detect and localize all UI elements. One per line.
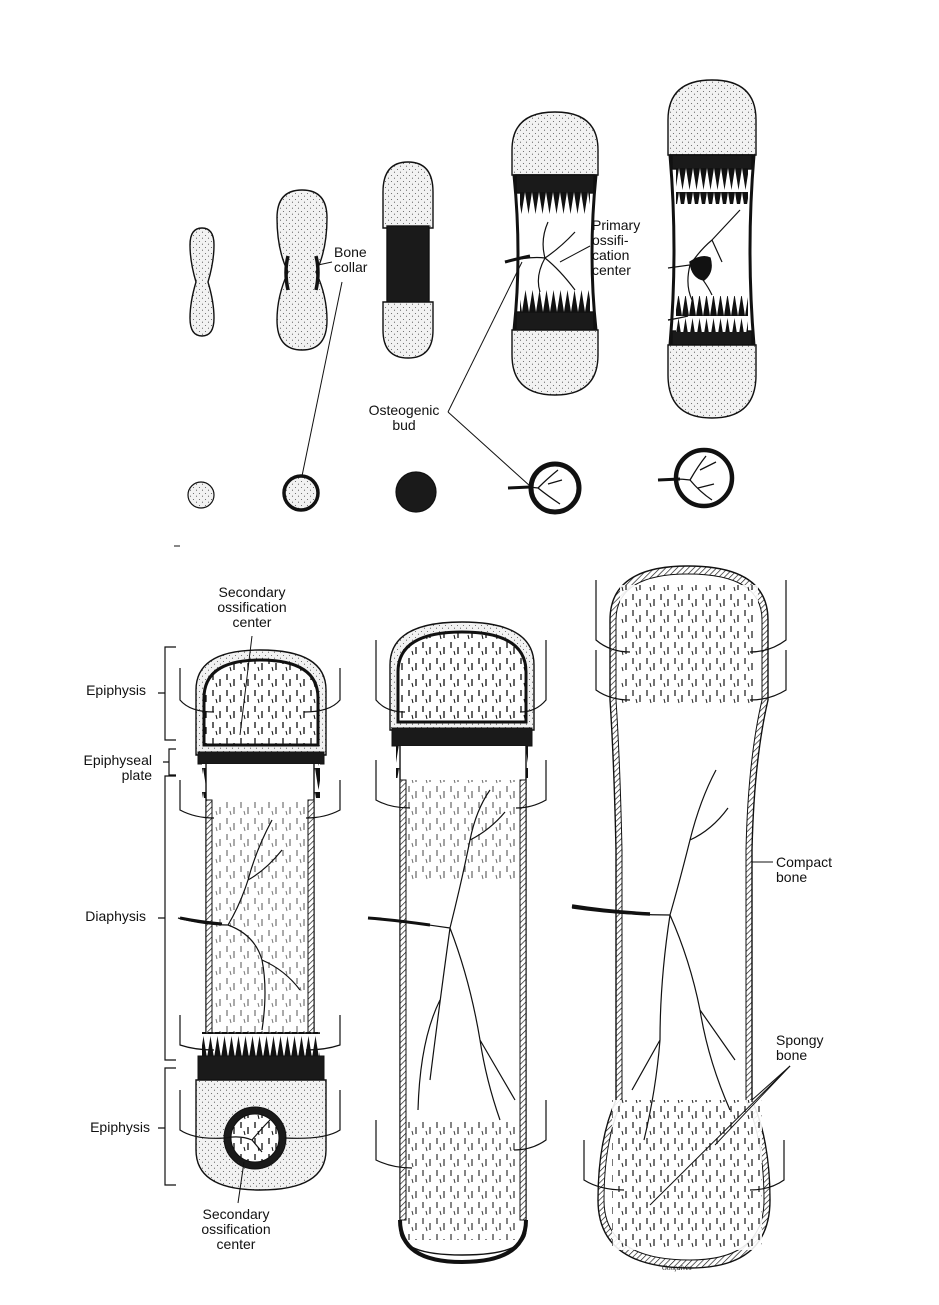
stage-5-cartilage-model	[667, 79, 757, 419]
cross-section-4	[507, 461, 582, 515]
stage-1-cartilage-model	[189, 227, 215, 337]
epiphyseal-plate-label: Epiphyseal plate	[83, 752, 153, 783]
bone-stage-6	[177, 649, 341, 1191]
stage-3-cartilage-model	[382, 161, 434, 359]
cross-section-5	[657, 447, 735, 509]
artist-signature: Gonçalves	[662, 1264, 692, 1272]
label-brackets	[158, 646, 176, 1186]
stage-2-cartilage-model	[276, 189, 328, 351]
cross-section-2	[282, 474, 320, 512]
primary-ossification-center-label: Primary ossifi- cation center	[592, 217, 641, 278]
osteogenic-bud-label: Osteogenic bud	[368, 402, 440, 433]
bone-stage-8	[571, 565, 787, 1269]
leader-lines	[237, 245, 791, 1206]
epiphysis-bottom-label: Epiphysis	[90, 1119, 150, 1135]
spongy-bone-label: Spongy bone	[776, 1032, 824, 1063]
bone-stage-7	[367, 621, 547, 1265]
secondary-ossification-center-bottom-label: Secondary ossification center	[201, 1206, 271, 1252]
epiphysis-top-label: Epiphysis	[86, 682, 146, 698]
secondary-ossification-center-top-label: Secondary ossification center	[217, 584, 287, 630]
bone-collar-label: Bone collar	[334, 244, 368, 275]
cross-section-3	[395, 471, 437, 513]
stage-4-cartilage-model	[504, 111, 599, 396]
cross-section-1	[187, 481, 215, 509]
diaphysis-label: Diaphysis	[85, 908, 146, 924]
compact-bone-label: Compact bone	[776, 854, 833, 885]
